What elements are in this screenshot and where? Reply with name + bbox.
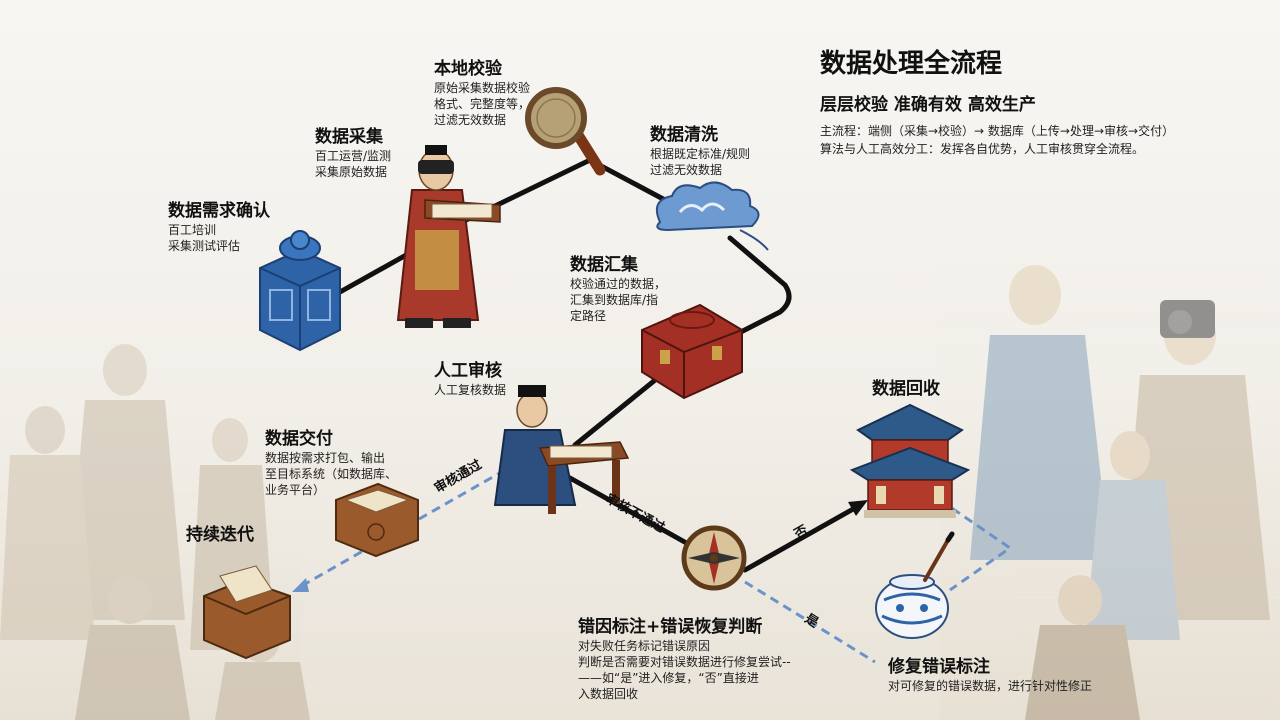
step-aggregation: 数据汇集 校验通过的数据， 汇集到数据库/指 定路径 (570, 254, 666, 324)
step-error-mark: 错因标注+错误恢复判断 对失败任务标记错误原因 判断是否需要对错误数据进行修复尝… (578, 616, 791, 702)
step-desc: 百工培训 (168, 223, 217, 237)
step-title: 数据交付 (265, 429, 333, 449)
step-manual-review: 人工审核 人工复核数据 (434, 360, 506, 398)
magnifier-icon (525, 87, 606, 176)
step-desc: 定路径 (570, 309, 607, 323)
no-arrowhead (848, 500, 868, 516)
header-note: 主流程：端侧（采集→校验）→ 数据库（上传→处理→审核→交付） (820, 124, 1175, 138)
header-notes: 主流程：端侧（采集→校验）→ 数据库（上传→处理→审核→交付） 算法与人工高效分… (820, 122, 1174, 158)
step-desc: 采集原始数据 (315, 165, 388, 179)
step-desc: 采集测试评估 (168, 239, 241, 253)
no-path (742, 505, 858, 573)
step-title: 本地校验 (434, 59, 502, 79)
step-desc: 对失败任务标记错误原因 (578, 639, 711, 653)
step-title: 数据清洗 (650, 125, 718, 145)
step-iteration: 持续迭代 (186, 524, 254, 546)
page-title: 数据处理全流程 (820, 49, 1003, 79)
step-desc: 数据按需求打包、输出 (265, 451, 386, 465)
step-desc: 格式、完整度等， (434, 97, 531, 111)
step-title: 数据采集 (315, 127, 383, 147)
step-title: 数据需求确认 (168, 201, 270, 221)
step-title: 数据汇集 (570, 255, 638, 275)
cloud-icon (656, 181, 769, 251)
step-repair: 修复错误标注 对可修复的错误数据，进行针对性修正 (888, 656, 1092, 694)
page-subtitle: 层层校验 准确有效 高效生产 (820, 95, 1036, 115)
yes-path (744, 580, 876, 664)
step-desc: 至目标系统（如数据库、 (265, 467, 398, 481)
scroll-box-icon (335, 482, 419, 558)
step-local-check: 本地校验 原始采集数据校验 格式、完整度等， 过滤无效数据 (434, 58, 530, 128)
background-crowd-right (940, 250, 1280, 720)
step-cleaning: 数据清洗 根据既定标准/规则 过滤无效数据 (650, 124, 750, 178)
treasure-chest-icon (641, 303, 743, 400)
step-requirement: 数据需求确认 百工培训 采集测试评估 (168, 200, 270, 254)
step-desc: 人工复核数据 (434, 383, 507, 397)
step-desc: 过滤无效数据 (434, 113, 507, 127)
review-fail-path (567, 475, 693, 548)
step-desc: 判断是否需要对错误数据进行修复尝试-- (578, 655, 791, 669)
step-recycle: 数据回收 (872, 378, 940, 400)
book-box-icon (203, 565, 291, 660)
jade-seal-icon (259, 230, 341, 352)
background-crowd-left (0, 344, 310, 720)
step-desc: 过滤无效数据 (650, 163, 723, 177)
step-title: 数据回收 (872, 379, 940, 399)
step-desc: 百工运营/监测 (315, 149, 392, 163)
pavilion-icon (849, 403, 971, 518)
header-note: 算法与人工高效分工：发挥各自优势，人工审核贯穿全流程。 (820, 142, 1145, 156)
step-desc: 根据既定标准/规则 (650, 147, 751, 161)
step-desc: 对可修复的错误数据，进行针对性修正 (888, 679, 1093, 693)
porcelain-jar-icon (875, 531, 955, 639)
step-title: 修复错误标注 (888, 657, 990, 677)
step-desc: 入数据回收 (578, 687, 639, 701)
step-desc: 业务平台） (265, 483, 326, 497)
step-desc: 汇集到数据库/指 (570, 293, 659, 307)
review-pass-path (297, 468, 506, 590)
reviewer-icon (493, 385, 630, 514)
step-title: 持续迭代 (186, 525, 254, 545)
step-desc: ——如“是”进入修复，“否”直接进 (578, 671, 759, 685)
scholar-vr-icon (396, 145, 501, 328)
step-delivery: 数据交付 数据按需求打包、输出 至目标系统（如数据库、 业务平台） (265, 428, 397, 498)
step-desc: 原始采集数据校验 (434, 81, 531, 95)
step-title: 错因标注+错误恢复判断 (578, 617, 763, 637)
compass-icon (681, 525, 747, 591)
step-title: 人工审核 (434, 361, 502, 381)
step-desc: 校验通过的数据， (570, 277, 667, 291)
step-collection: 数据采集 百工运营/监测 采集原始数据 (315, 126, 391, 180)
pass-arrowhead (292, 578, 309, 592)
